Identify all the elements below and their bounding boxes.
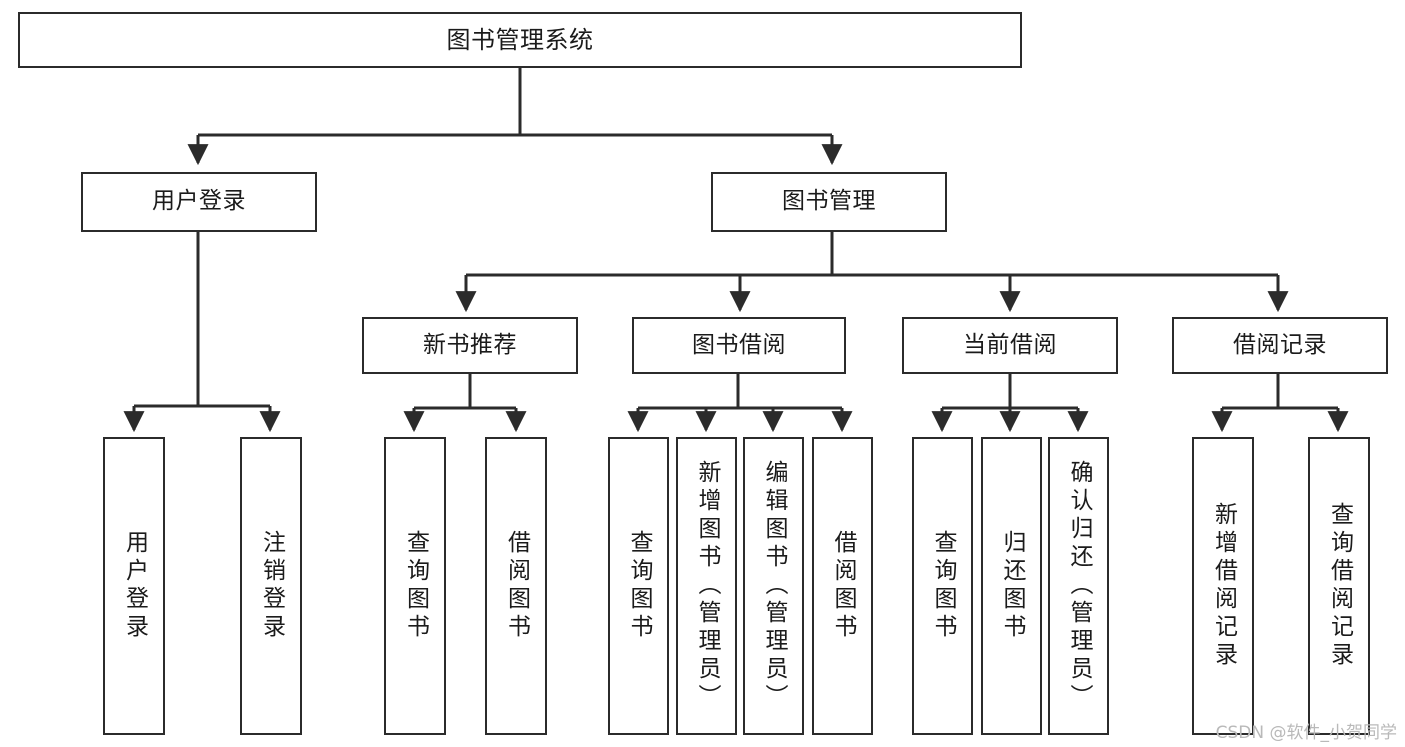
node-leaf-add-record[interactable]: 新增借阅记录	[1192, 437, 1254, 735]
node-leaf-query-book-1[interactable]: 查询图书	[384, 437, 446, 735]
node-label: 当前借阅	[963, 331, 1057, 358]
node-book-manage[interactable]: 图书管理	[711, 172, 947, 232]
node-label: 借阅图书	[830, 530, 856, 642]
node-leaf-borrow-book-2[interactable]: 借阅图书	[812, 437, 873, 735]
node-root-system[interactable]: 图书管理系统	[18, 12, 1022, 68]
node-label: 用户登录	[121, 530, 148, 642]
node-label: 新书推荐	[423, 331, 517, 358]
node-leaf-user-login[interactable]: 用户登录	[103, 437, 165, 735]
node-leaf-query-record[interactable]: 查询借阅记录	[1308, 437, 1370, 735]
node-label: 新增借阅记录	[1210, 502, 1237, 670]
node-label: 编辑图书（管理员）	[761, 460, 787, 712]
node-user-login[interactable]: 用户登录	[81, 172, 317, 232]
node-leaf-borrow-book-1[interactable]: 借阅图书	[485, 437, 547, 735]
node-book-borrow[interactable]: 图书借阅	[632, 317, 846, 374]
node-current-borrow[interactable]: 当前借阅	[902, 317, 1118, 374]
node-borrow-record[interactable]: 借阅记录	[1172, 317, 1388, 374]
node-label: 注销登录	[258, 530, 285, 642]
node-label: 用户登录	[152, 188, 246, 215]
node-leaf-edit-book[interactable]: 编辑图书（管理员）	[743, 437, 804, 735]
node-label: 归还图书	[999, 530, 1025, 642]
node-label: 图书管理系统	[446, 25, 594, 54]
node-leaf-add-book[interactable]: 新增图书（管理员）	[676, 437, 737, 735]
node-label: 确认归还（管理员）	[1066, 460, 1092, 712]
node-label: 借阅图书	[503, 530, 530, 642]
node-label: 查询图书	[626, 530, 652, 642]
node-label: 借阅记录	[1233, 331, 1327, 358]
csdn-watermark: CSDN @软件_小贺同学	[1215, 723, 1397, 743]
node-label: 查询借阅记录	[1326, 502, 1353, 670]
node-label: 查询图书	[930, 530, 956, 642]
node-leaf-logout-login[interactable]: 注销登录	[240, 437, 302, 735]
node-leaf-confirm-return[interactable]: 确认归还（管理员）	[1048, 437, 1109, 735]
node-label: 查询图书	[402, 530, 429, 642]
node-leaf-query-book-3[interactable]: 查询图书	[912, 437, 973, 735]
node-new-book-recommend[interactable]: 新书推荐	[362, 317, 578, 374]
node-label: 新增图书（管理员）	[694, 460, 720, 712]
node-label: 图书管理	[782, 188, 876, 215]
node-label: 图书借阅	[692, 331, 786, 358]
node-leaf-query-book-2[interactable]: 查询图书	[608, 437, 669, 735]
node-leaf-return-book[interactable]: 归还图书	[981, 437, 1042, 735]
